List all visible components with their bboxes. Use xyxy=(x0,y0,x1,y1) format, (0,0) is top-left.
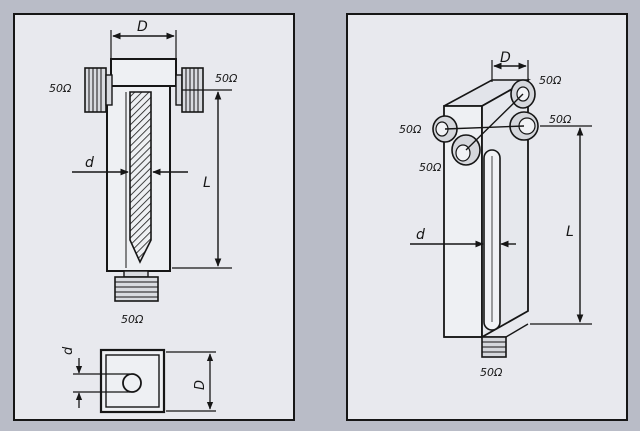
dimension-L-left: L xyxy=(172,89,232,269)
dimension-D-right: D xyxy=(491,50,529,82)
connector-bottom xyxy=(114,270,159,302)
label-50ohm-right: 50Ω xyxy=(215,72,238,85)
label-D-right: D xyxy=(500,50,511,66)
dimension-L-right: L xyxy=(530,125,592,325)
cap-block xyxy=(110,58,177,87)
label-d-left: d xyxy=(85,155,94,171)
label-L-right: L xyxy=(566,224,574,240)
connector-left xyxy=(84,67,113,113)
label-d-right: d xyxy=(416,227,425,243)
label-50ohm-front: 50Ω xyxy=(419,161,442,174)
label-50ohm-top: 50Ω xyxy=(539,74,562,87)
right-panel: D L d 50Ω 50Ω 50Ω 50Ω 50Ω xyxy=(346,13,628,421)
label-50ohm-bottom: 50Ω xyxy=(121,313,144,326)
cross-section-conductor xyxy=(122,373,142,393)
dimension-D-left: D xyxy=(110,19,177,58)
label-50ohm-left-side: 50Ω xyxy=(399,123,422,136)
label-section-D: D xyxy=(193,380,208,390)
label-50ohm-right-side: 50Ω xyxy=(549,113,572,126)
label-50ohm-bottom-right: 50Ω xyxy=(480,366,503,379)
label-section-d: d xyxy=(61,346,76,355)
dimension-d-left: d xyxy=(72,155,188,176)
label-L-left: L xyxy=(203,175,211,191)
inner-conductor xyxy=(129,91,152,264)
left-panel: D L d 50Ω 50Ω 50Ω d xyxy=(13,13,295,421)
cross-section: d D xyxy=(61,346,216,414)
label-D-left: D xyxy=(137,19,148,35)
dimension-d-right: d xyxy=(410,227,516,248)
connector-bottom-right xyxy=(481,336,507,358)
label-50ohm-left: 50Ω xyxy=(49,82,72,95)
